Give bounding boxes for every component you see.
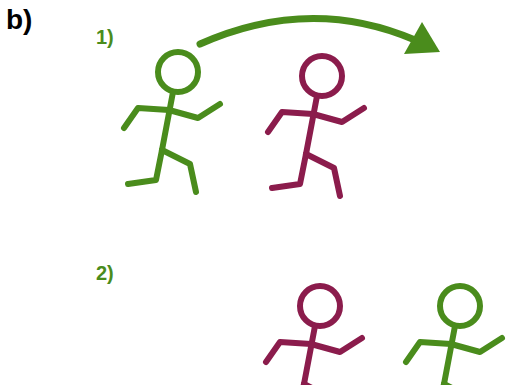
- arrow-head: [404, 22, 440, 54]
- maroon-runner: [268, 56, 364, 196]
- green-runner: [124, 52, 220, 192]
- green-runner: [406, 286, 502, 385]
- step-number: 1): [96, 26, 114, 49]
- step-number: 2): [96, 262, 114, 285]
- maroon-runner: [266, 286, 362, 385]
- panel-letter: b): [6, 4, 32, 36]
- jump-arrow: [200, 18, 415, 44]
